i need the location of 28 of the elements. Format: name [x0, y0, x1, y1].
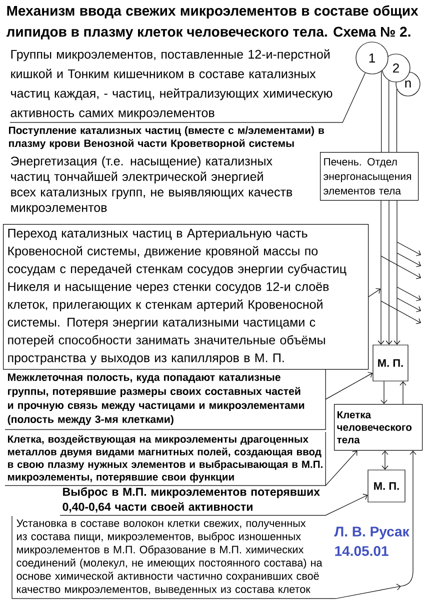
label-box: Печень. Отдел энергонасыщения элементов тела	[320, 152, 419, 201]
framed-text: Клетка, воздействующая на микроэлементы драгоценных металлов двумя видами магнитных полей, создающая ввод в свою плазму нужных элементов и выбрасывающая в М.П. микроэлементы, потерявшие свои функции	[4, 432, 326, 486]
arrow	[394, 200, 400, 345]
title: Механизм ввода свежих микроэлементов в составе общих липидов в плазму клеток человеческого тела. Схема № 2.	[6, 5, 418, 40]
label-box: Клетка человеческого тела	[334, 404, 423, 451]
description-text: Поступление катализных частиц (вместе с м/элементами) в плазму крови Венозной части Кроветворной системы	[9, 126, 324, 150]
leader-line	[10, 72, 366, 123]
description-text: Энергетизация (т.е. насыщение) катализных частиц тончайшей электрической энергией всех катализных групп, не выявляющих качеств микроэлементов	[10, 156, 292, 214]
arrow	[400, 381, 406, 404]
text-box: Переход катализных частиц в Артериальную часть Кровеносной системы, движение кровяной массы по сосудам с передачей стенкам сосудов энергии субчастиц Никеля и насыщение через стенки сосудов 12-и слоёв клеток, прилегающих к стенкам артерий Кровеносной системы. Потеря энергии катализными частицами с потерей способности занимать значительные объёмы пространства у выходов из капилляров в М. П.	[3, 224, 369, 370]
arrow	[380, 381, 388, 404]
arrow	[12, 450, 416, 599]
description-text: Группы микроэлементов, поставленные 12-и-перстной кишкой и Тонким кишечником в составе катализных частиц каждая, - частиц, нейтрализующих химическую активность самих микроэлементов	[10, 49, 332, 120]
label-box: М. П.	[368, 470, 406, 502]
bracketed-text: Установка в составе волокон клетки свежих, полученных из состава пищи, микроэлементов, выброс изношенных микроэлементов в М.П. Образование в М.П. химических соединений (молекул, не имеющих постоянного состава) на основе химической активности частично сохранивших своё качество микроэлементов, выведенных из состава клеток	[12, 516, 322, 599]
arrow	[325, 450, 358, 486]
arrow	[368, 288, 381, 298]
connector-line	[381, 71, 382, 152]
framed-text: Межклеточная полость, куда попадают катализные группы, потерявшие размеры своих составных частей и прочную связь между частицами и микроэлементами (полость между 3-мя клетками)	[4, 368, 326, 430]
author-name: Л. В. Русак	[334, 526, 410, 540]
connector-line	[396, 88, 398, 152]
leader-line	[60, 494, 368, 516]
arrow	[386, 200, 392, 345]
arrow	[382, 450, 388, 470]
description-text: Выброс в М.П. микроэлементов потерявших 0,40-0,64 части своей активности	[62, 487, 320, 512]
arrow	[378, 200, 384, 345]
label-box: М. П.	[372, 344, 408, 382]
connector-line	[388, 80, 390, 152]
